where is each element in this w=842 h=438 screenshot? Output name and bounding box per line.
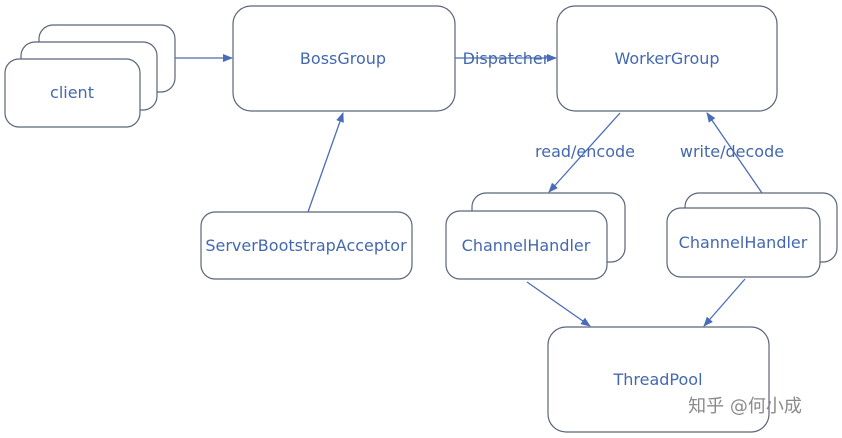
handler-left-to-pool-arrow bbox=[526, 281, 591, 327]
threadpool-label: ThreadPool bbox=[612, 370, 702, 389]
boss-group-node: BossGroup bbox=[232, 5, 456, 112]
write-decode-label: write/decode bbox=[680, 142, 784, 161]
acceptor-to-boss-arrow bbox=[307, 112, 344, 213]
handler-left-label: ChannelHandler bbox=[462, 236, 591, 255]
acceptor-label: ServerBootstrapAcceptor bbox=[205, 236, 407, 255]
boss-group-label: BossGroup bbox=[300, 49, 386, 68]
client-label: client bbox=[50, 83, 94, 102]
channel-handler-left: ChannelHandler bbox=[445, 192, 626, 280]
handler-right-label: ChannelHandler bbox=[679, 233, 808, 252]
handler-right-to-pool-arrow bbox=[703, 278, 746, 327]
watermark: 知乎 @何小成 bbox=[688, 396, 802, 417]
worker-group-label: WorkerGroup bbox=[614, 49, 719, 68]
worker-group-node: WorkerGroup bbox=[556, 5, 778, 112]
read-encode-arrow bbox=[548, 112, 621, 193]
read-encode-label: read/encode bbox=[535, 142, 635, 161]
threadpool-node: ThreadPool bbox=[547, 326, 770, 433]
write-decode-arrow bbox=[706, 112, 763, 194]
acceptor-node: ServerBootstrapAcceptor bbox=[200, 211, 413, 280]
client-stack: client bbox=[4, 24, 176, 128]
channel-handler-right: ChannelHandler bbox=[666, 192, 838, 278]
dispatcher-label: Dispatcher bbox=[463, 49, 550, 68]
